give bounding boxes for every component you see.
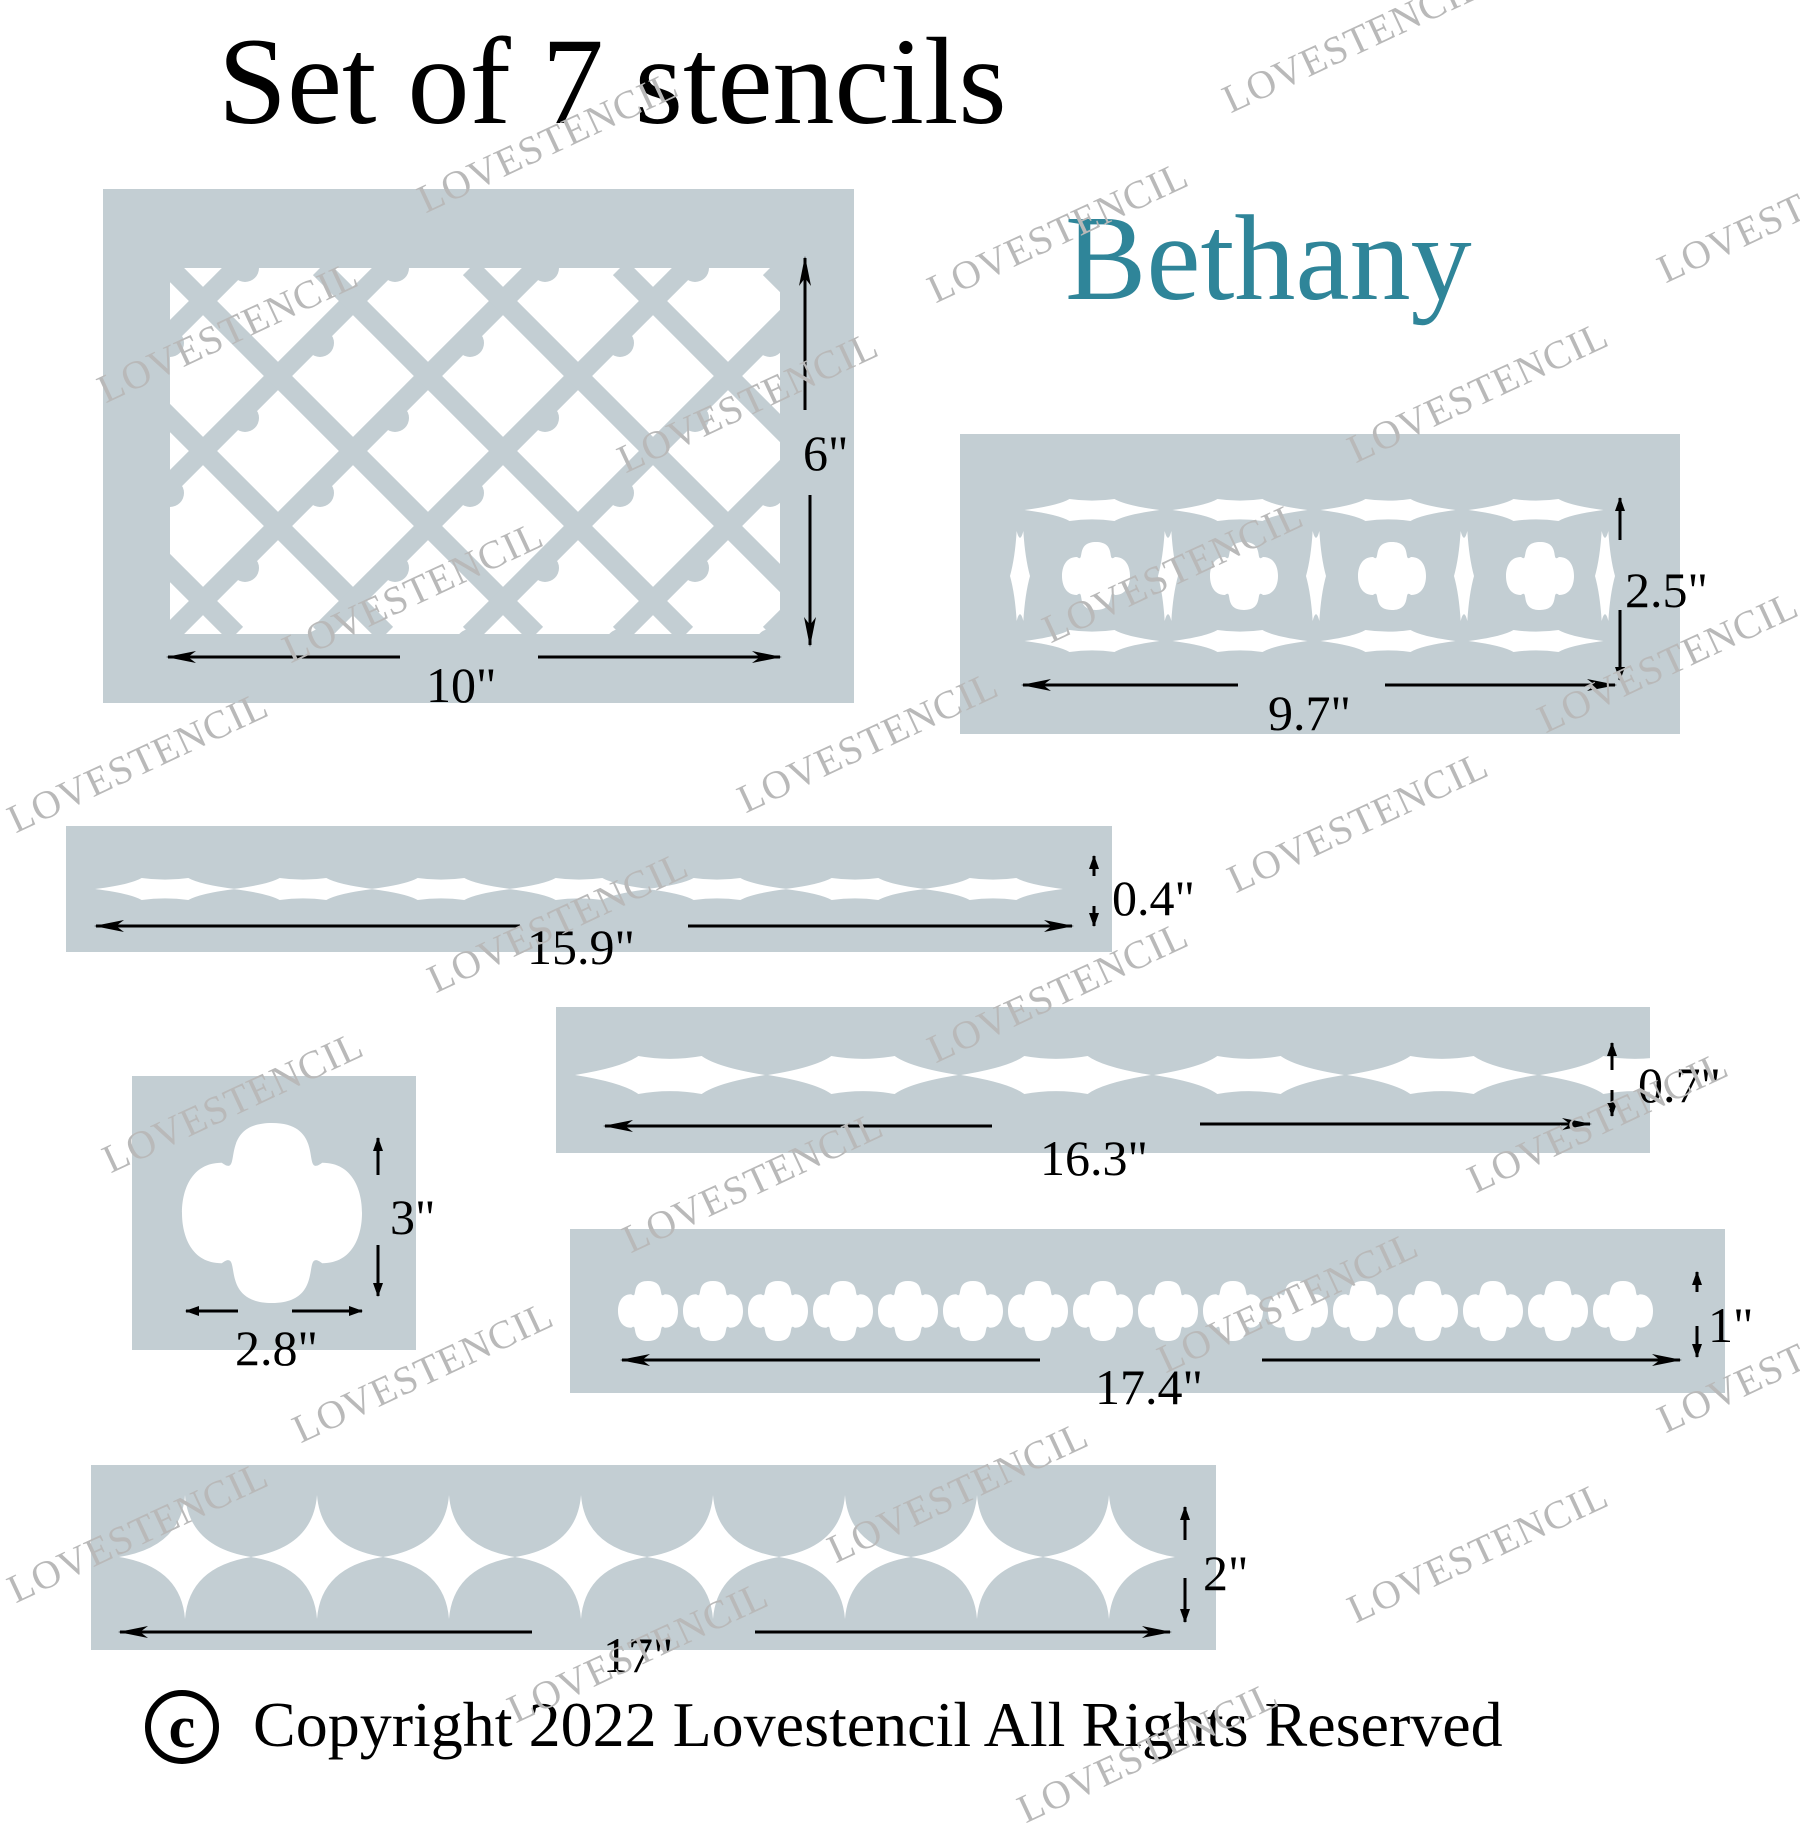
star-pattern xyxy=(119,1495,1175,1619)
dim-lozenge-height: 0.7" xyxy=(1638,1057,1721,1113)
copyright-text: Copyright 2022 Lovestencil All Rights Re… xyxy=(253,1689,1503,1760)
dim-quatrefoil-height: 3" xyxy=(390,1189,436,1245)
dim-star-width: 17" xyxy=(603,1627,674,1683)
dim-trellis-width: 10" xyxy=(426,657,497,713)
dim-row-height: 1" xyxy=(1708,1297,1754,1353)
dim-thin-height: 0.4" xyxy=(1112,870,1195,926)
thin-lozenge-pattern xyxy=(95,878,1063,900)
dim-tile-width: 9.7" xyxy=(1268,685,1351,741)
dimension-arrows xyxy=(94,256,1702,1638)
dim-thin-width: 15.9" xyxy=(527,919,635,975)
dim-lozenge-width: 16.3" xyxy=(1040,1130,1148,1186)
quatrefoil-single-pattern xyxy=(182,1123,362,1303)
copyright-icon: c xyxy=(145,1690,219,1764)
dim-quatrefoil-width: 2.8" xyxy=(235,1320,318,1376)
lozenge-pattern xyxy=(575,1056,1730,1094)
quatrefoil-row-pattern xyxy=(618,1281,1653,1341)
brand-name: Bethany xyxy=(1065,191,1472,326)
dim-star-height: 2" xyxy=(1203,1545,1249,1601)
page-title: Set of 7 stencils xyxy=(218,13,1007,150)
dim-row-width: 17.4" xyxy=(1095,1359,1203,1415)
dim-tile-height: 2.5" xyxy=(1625,562,1708,618)
tile-border-pattern xyxy=(1010,499,1615,652)
trellis-pattern xyxy=(170,268,780,634)
dim-trellis-height: 6" xyxy=(803,425,849,481)
